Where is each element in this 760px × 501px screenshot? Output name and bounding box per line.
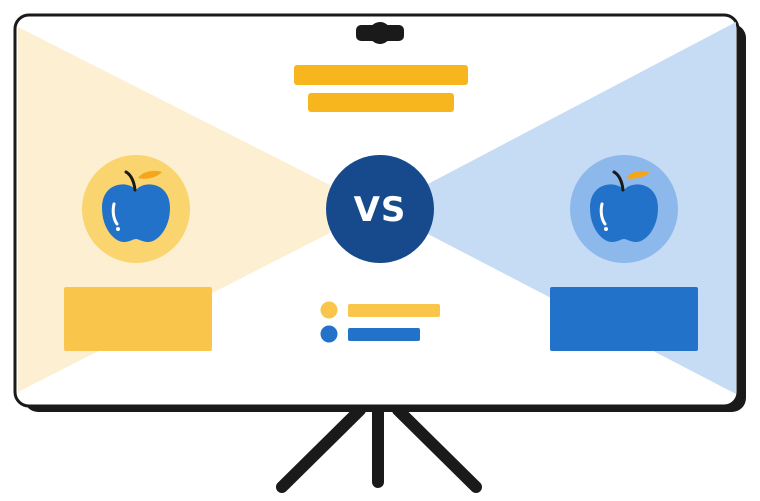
subtitle-bar [308,93,454,112]
legend-dot-yellow [320,301,338,319]
camera-icon [356,22,404,44]
vs-label: VS [354,190,407,230]
title-bar [294,65,468,85]
easel-stand [276,394,482,493]
legend [320,301,440,343]
vs-circle [326,155,434,263]
left-info-box [64,287,212,351]
apple-icon [590,170,658,242]
legend-bar-yellow [348,304,440,317]
apple-icon [102,170,170,242]
legend-bar-blue [348,328,420,341]
legend-dot-blue [320,325,338,343]
right-info-box [550,287,698,351]
